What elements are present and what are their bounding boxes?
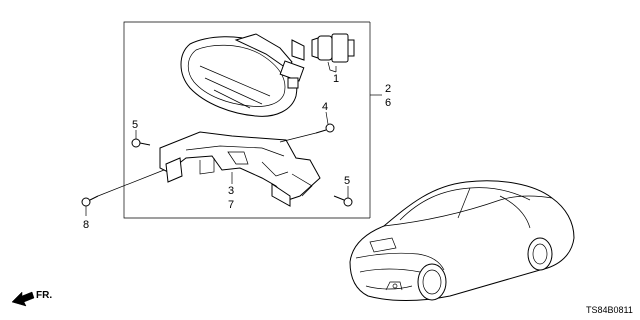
callout-2: 2 (385, 83, 391, 95)
coupe-car-illustration (349, 180, 575, 301)
callout-8: 8 (83, 219, 89, 231)
callout-6: 6 (385, 97, 391, 109)
callout-4: 4 (322, 101, 328, 113)
callout-3: 3 (228, 185, 234, 197)
direction-label: FR. (36, 290, 52, 301)
callout-5-right: 5 (344, 175, 350, 187)
leader-8-to-bracket (97, 169, 165, 197)
mounting-bracket (159, 131, 321, 207)
fog-light-housing (180, 33, 305, 117)
screw-5-right (333, 195, 353, 207)
assembly-frame (123, 21, 370, 219)
leader-4 (325, 111, 329, 125)
front-direction-arrow-icon (11, 291, 35, 307)
leader-4-to-bracket (279, 132, 317, 143)
callout-5-left: 5 (132, 119, 138, 131)
screw-4 (315, 123, 335, 134)
screw-5-left (131, 138, 151, 148)
fog-light-bulb (311, 33, 355, 73)
callout-7: 7 (228, 199, 234, 211)
diagram-code: TS84B0811 (586, 305, 633, 315)
callout-1: 1 (333, 73, 339, 85)
screw-8 (81, 195, 99, 207)
